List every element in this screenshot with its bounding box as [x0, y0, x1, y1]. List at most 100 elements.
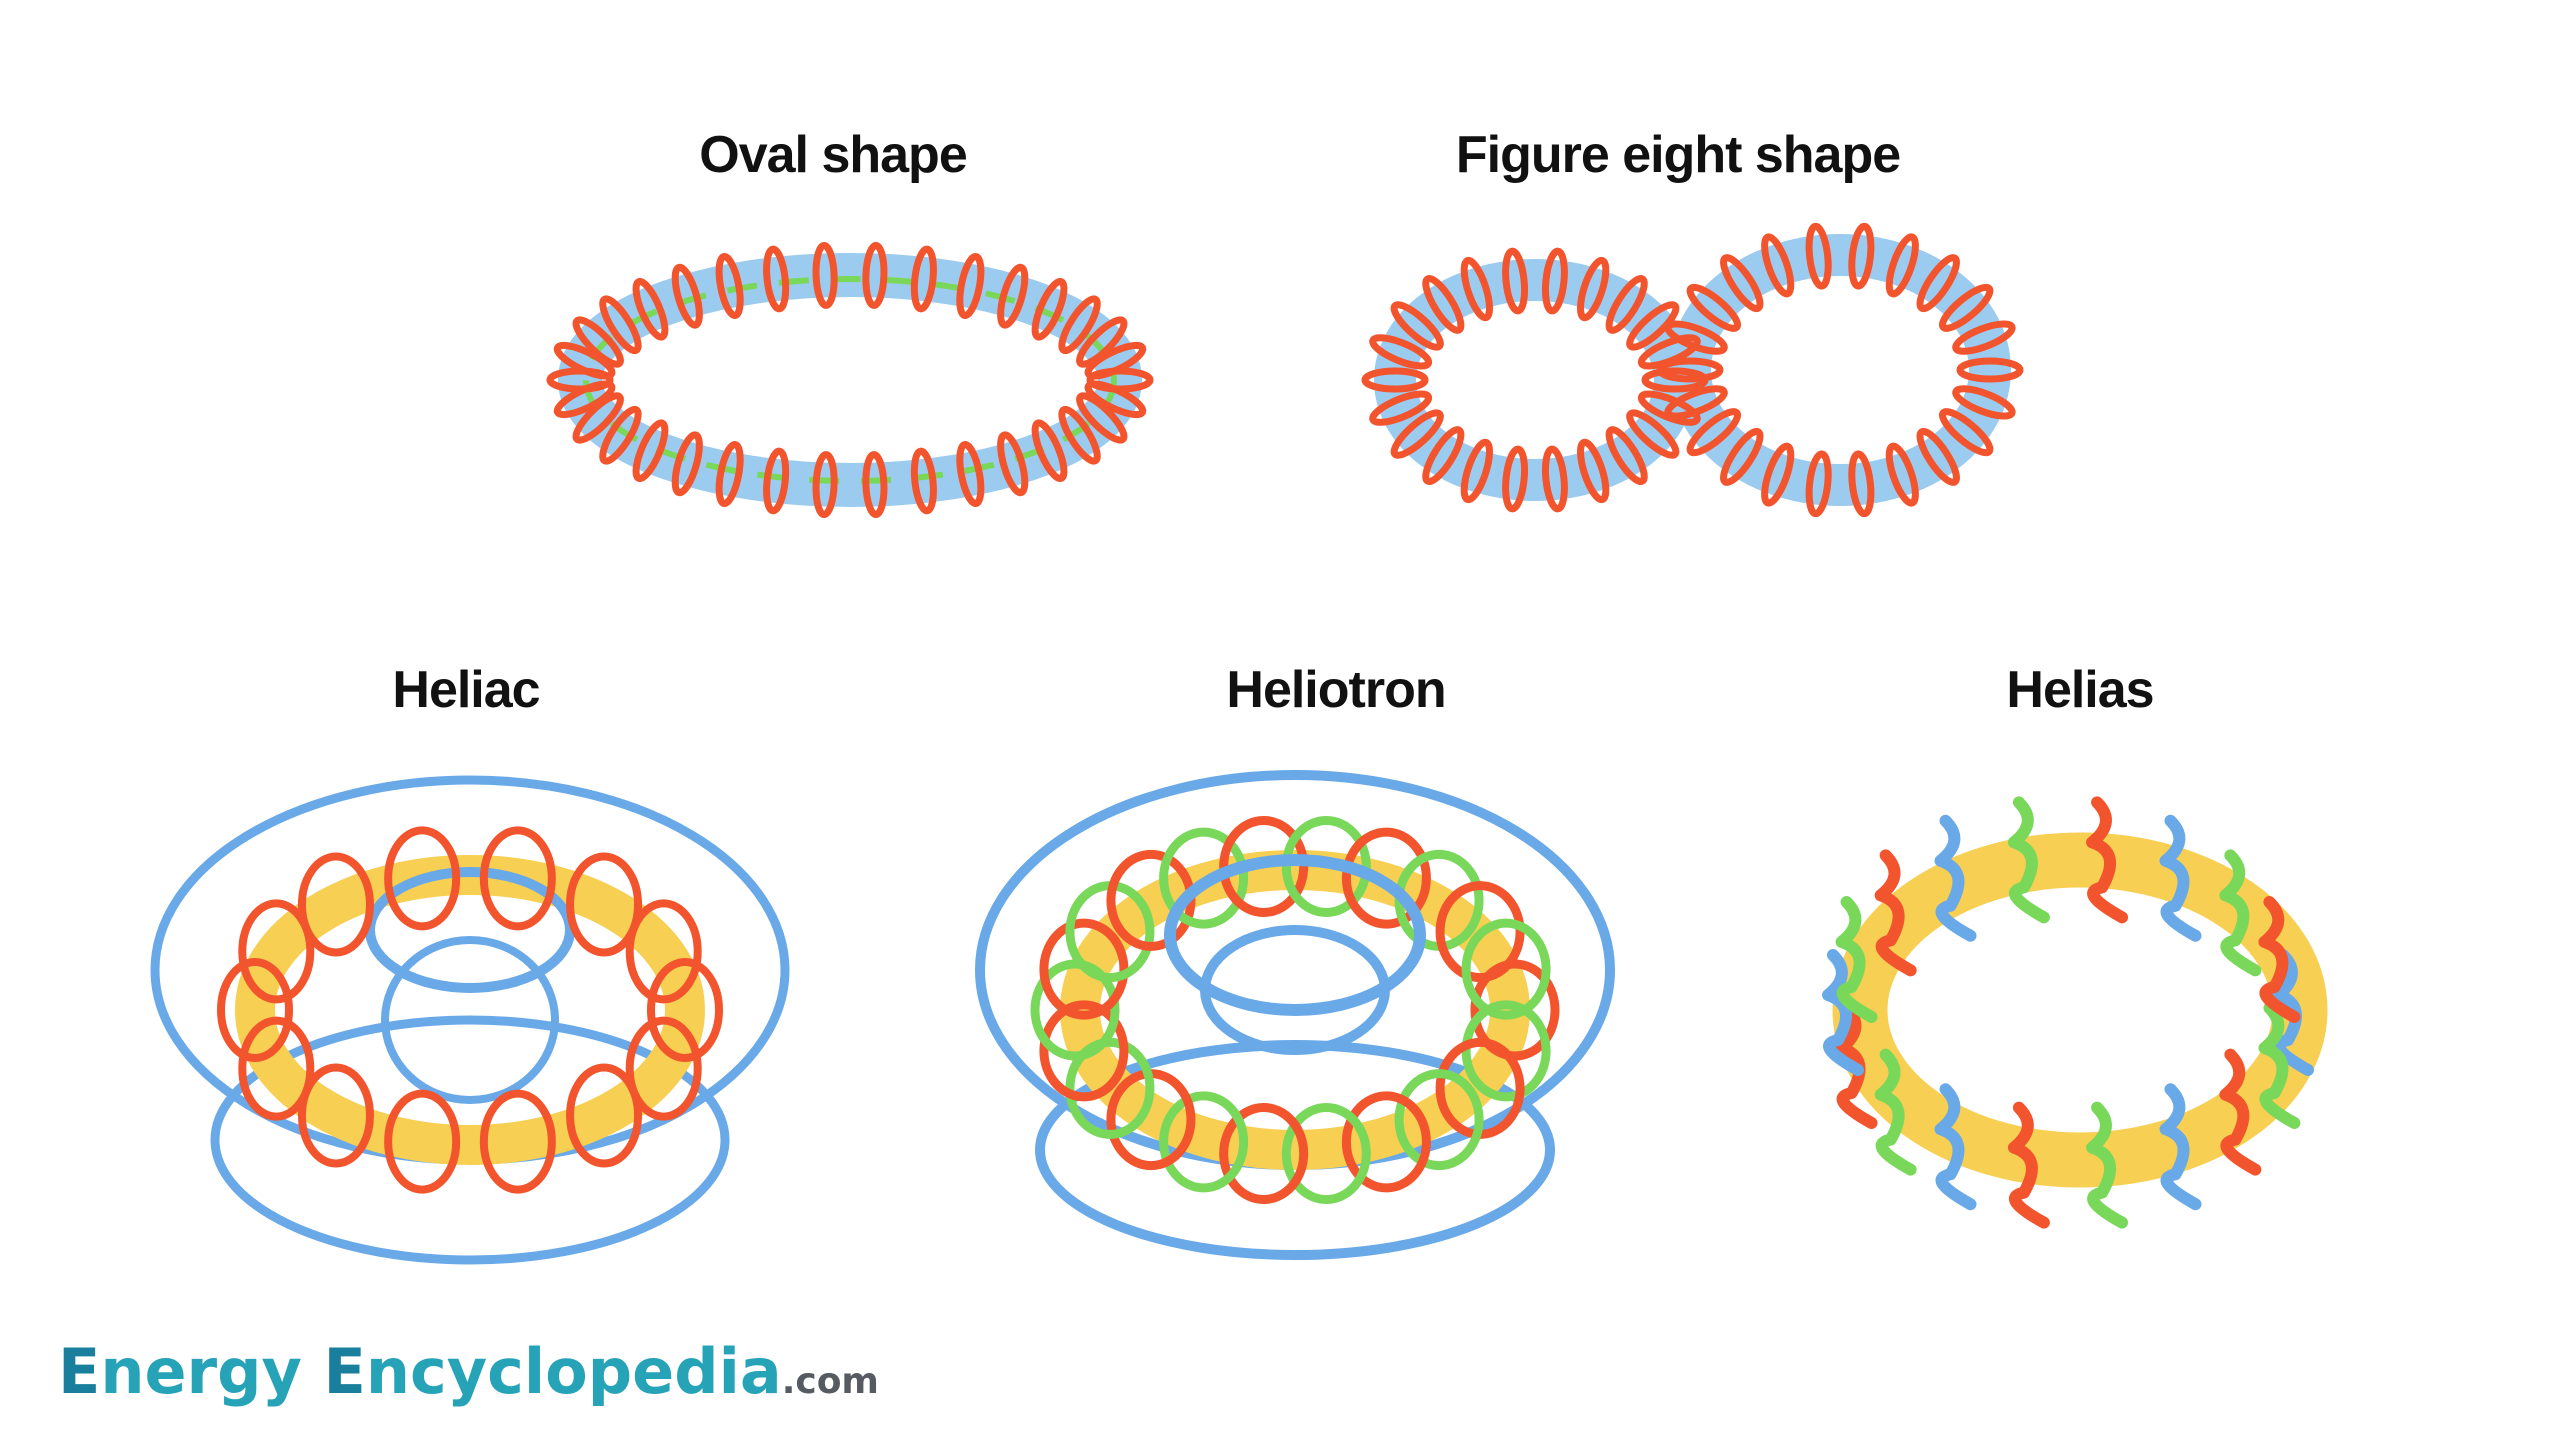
toroidal-coil	[862, 241, 888, 309]
oval-shape-title: Oval shape	[699, 126, 967, 184]
toroidal-coil	[1938, 283, 1994, 332]
central-lower-ring	[381, 936, 559, 1104]
modular-coil	[1934, 814, 1977, 942]
toroidal-coil	[625, 899, 702, 1004]
logo-word-energy: nergy	[100, 1335, 324, 1408]
heliac-illustration	[140, 750, 800, 1280]
toroidal-coil	[1916, 427, 1960, 486]
toroidal-coil	[479, 1089, 556, 1194]
helical-coil	[1065, 1037, 1155, 1139]
toroidal-coil	[1952, 385, 2016, 420]
modular-coil	[1874, 849, 1917, 977]
plasma-tube	[558, 253, 1142, 507]
toroidal-coil	[1720, 254, 1764, 313]
toroidal-coil	[625, 1016, 702, 1121]
lower-poloidal-ring	[210, 1015, 730, 1265]
modular-coil	[1835, 895, 1878, 1023]
helias-graphic	[1822, 796, 2328, 1229]
plasma-torus	[1060, 850, 1530, 1170]
toroidal-coil	[1885, 233, 1919, 298]
helical-coil	[1341, 827, 1431, 929]
logo-suffix: .com	[781, 1361, 879, 1402]
toroidal-coil	[1664, 320, 1728, 355]
toroidal-coil	[566, 852, 643, 957]
toroidal-coil	[297, 852, 374, 957]
helical-coil	[1039, 918, 1129, 1020]
toroidal-coil	[1084, 341, 1147, 380]
toroidal-coil	[1605, 426, 1648, 486]
toroidal-coil	[1031, 419, 1068, 483]
toroidal-coil	[1460, 438, 1493, 504]
figure-eight-illustration	[1360, 205, 2040, 545]
helias-illustration	[1780, 770, 2400, 1260]
toroidal-coil	[238, 1016, 315, 1121]
toroidal-coil	[1805, 222, 1832, 290]
toroidal-coil	[1390, 301, 1444, 351]
oval-shape-illustration	[520, 230, 1180, 530]
toroidal-coil	[1848, 222, 1875, 290]
toroidal-coil	[479, 826, 556, 931]
toroidal-coil	[1848, 450, 1875, 518]
toroidal-coil	[1720, 427, 1764, 486]
toroidal-coil	[1664, 385, 1728, 420]
toroidal-coil	[1369, 334, 1433, 370]
toroidal-coil	[1502, 247, 1529, 315]
toroidal-coil	[572, 392, 624, 444]
helical-coil	[1470, 959, 1560, 1061]
toroidal-coil	[1369, 390, 1433, 426]
toroidal-coil	[1541, 247, 1568, 315]
toroidal-coil	[862, 451, 888, 519]
toroidal-coil	[1626, 409, 1680, 459]
toroidal-coil	[1541, 445, 1568, 513]
helical-coil	[1219, 1103, 1309, 1205]
toroidal-coil	[1761, 442, 1795, 507]
toroidal-coil	[1076, 316, 1128, 368]
toroidal-coil	[1422, 274, 1465, 334]
modular-coil	[2258, 895, 2301, 1023]
toroidal-coil	[647, 958, 723, 1062]
helical-coil	[1281, 1103, 1371, 1205]
figure-eight-shape-title: Figure eight shape	[1455, 126, 1901, 184]
toroidal-coil	[671, 263, 703, 329]
toroidal-coil	[1952, 320, 2016, 355]
toroidal-coil	[572, 316, 624, 368]
toroidal-coil	[1577, 438, 1610, 504]
energy-encyclopedia-logo: Energy Encyclopedia.com	[58, 1335, 879, 1408]
toroidal-coil	[297, 1063, 374, 1168]
oval-shape-graphic	[546, 241, 1154, 519]
toroidal-coil	[997, 431, 1029, 497]
logo-word-encyclopedia: ncyclopedia	[365, 1335, 782, 1408]
toroidal-coil	[599, 295, 642, 355]
toroidal-coil	[812, 241, 838, 309]
toroidal-coil	[1686, 408, 1742, 457]
central-upper-ring	[365, 867, 575, 993]
toroidal-coil	[1502, 445, 1529, 513]
toroidal-coil	[238, 899, 315, 1004]
toroidal-coil	[1361, 367, 1429, 393]
modular-coil	[2219, 849, 2262, 977]
toroidal-coil	[671, 431, 703, 497]
modular-coil	[2258, 1002, 2301, 1130]
toroidal-coil	[1577, 256, 1610, 322]
helical-coil	[1435, 881, 1525, 983]
toroidal-coil	[566, 1063, 643, 1168]
toroidal-coil	[1656, 357, 1724, 383]
toroidal-coil	[715, 253, 744, 320]
modular-coil	[1822, 949, 1864, 1076]
helical-coil	[1394, 1069, 1484, 1171]
modular-coil	[2007, 796, 2050, 924]
heliac-title: Heliac	[392, 661, 540, 719]
toroidal-coil	[715, 440, 744, 507]
toroidal-coil	[910, 245, 937, 313]
toroidal-coil	[1058, 295, 1101, 355]
helias-title: Helias	[2006, 661, 2154, 719]
helical-coil	[1039, 1000, 1129, 1102]
helical-coil	[1219, 815, 1309, 917]
helical-coil	[1159, 827, 1249, 929]
toroidal-coil	[812, 451, 838, 519]
toroidal-coil	[1956, 357, 2024, 383]
helical-coil	[583, 276, 1117, 484]
toroidal-coil	[997, 263, 1029, 329]
modular-coil	[2086, 1101, 2129, 1229]
toroidal-coil	[1031, 277, 1068, 341]
